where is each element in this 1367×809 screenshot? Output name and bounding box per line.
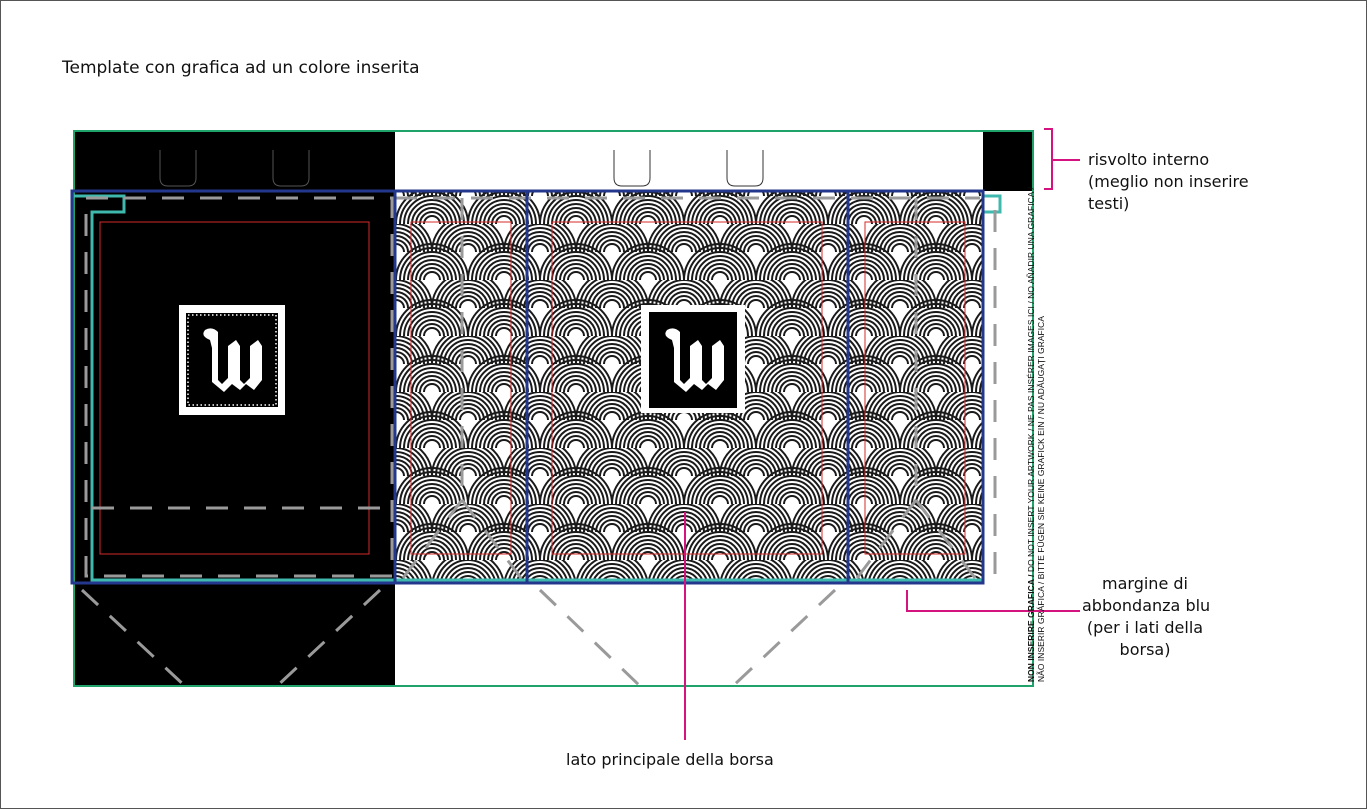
inner-flap-line1: risvolto interno [1088,150,1210,169]
blue-bleed-line4: borsa) [1119,640,1171,659]
w-logo-icon [641,305,745,413]
blue-bleed-line2: abbondanza blu [1082,596,1211,615]
blue-bleed-line3: (per i lati della [1086,618,1204,637]
main-side-label: lato principale della borsa [566,750,774,769]
no-artwork-warning: NON INSERIRE GRAFICA / DO NOT INSERT YOU… [1026,187,1046,682]
teal-line [74,194,1002,582]
fold-lines [80,196,997,688]
callout-lines [684,128,1080,740]
red-safe-zones [99,221,966,555]
w-logo-icon [179,305,285,415]
blue-bleed-label: margine di abbondanza blu (per i lati de… [1082,573,1211,661]
warning-bold: NON INSERIRE GRAFICA / [1026,574,1036,682]
inner-flap-label: risvolto interno (meglio non inserire te… [1088,149,1249,215]
flap-black-corner [983,131,1033,191]
blue-bleed-line1: margine di [1102,574,1188,593]
page-title: Template con grafica ad un colore inseri… [62,58,420,78]
green-outline [73,130,1034,687]
inner-flap-line2: (meglio non inserire [1088,172,1249,191]
inner-flap-line3: testi) [1088,194,1130,213]
warning-line2: NÃO INSERIR GRÁFICA / BITTE FÜGEN SIE KE… [1036,315,1046,682]
warning-line1: DO NOT INSERT YOUR ARTWORK / NE PAS INSÉ… [1026,187,1036,575]
blue-bleed-lines [70,189,985,585]
